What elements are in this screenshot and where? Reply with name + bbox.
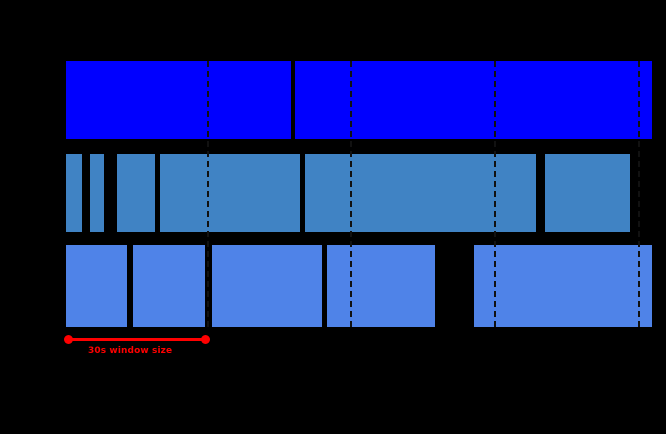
segment-bar[interactable] (295, 61, 652, 139)
annotation-endpoint-dot-left (64, 335, 73, 344)
annotation-span-line (68, 338, 205, 341)
segment-bar[interactable] (66, 154, 82, 232)
segment-bar[interactable] (212, 245, 322, 327)
segment-bar[interactable] (545, 154, 630, 232)
segment-bar[interactable] (327, 245, 435, 327)
segment-bar[interactable] (117, 154, 155, 232)
annotation-label: 30s window size (88, 346, 173, 356)
segment-bar[interactable] (474, 245, 652, 327)
segment-bar[interactable] (90, 154, 104, 232)
segment-bar[interactable] (160, 154, 300, 232)
segment-bar[interactable] (133, 245, 205, 327)
annotation-endpoint-dot-right (201, 335, 210, 344)
segment-bar[interactable] (66, 61, 291, 139)
segment-bar[interactable] (305, 154, 536, 232)
segment-bar[interactable] (66, 245, 127, 327)
